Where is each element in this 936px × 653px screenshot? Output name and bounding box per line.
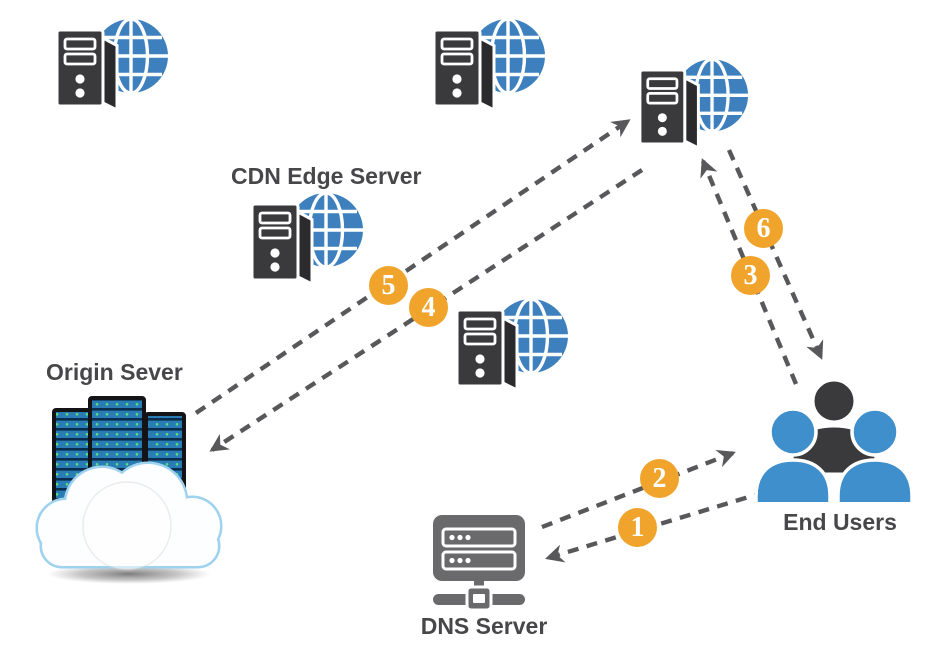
step-badge-3: 3 xyxy=(731,256,770,295)
step-badge-2: 2 xyxy=(640,459,679,498)
dns-server-label: DNS Server xyxy=(420,613,548,639)
cdn-edge-server-label: CDN Edge Server xyxy=(231,163,422,189)
server-globe-icon xyxy=(455,298,570,398)
step-badge-6: 6 xyxy=(744,209,783,248)
server-globe-icon xyxy=(432,18,547,118)
origin-server-label: Origin Sever xyxy=(46,359,183,385)
server-globe-icon xyxy=(250,192,365,292)
end-users-label: End Users xyxy=(783,509,897,535)
arrow-step5-origin-to-edge xyxy=(194,119,631,415)
step-badge-4: 4 xyxy=(409,288,448,327)
step-badge-1: 1 xyxy=(618,508,657,547)
arrow-step2-dns-to-users xyxy=(541,449,736,530)
server-globe-icon xyxy=(638,58,750,156)
step-badge-5: 5 xyxy=(369,266,408,305)
dns-server-icon xyxy=(430,510,528,610)
server-globe-icon xyxy=(55,18,170,118)
origin-cloud-rack-icon xyxy=(24,388,234,598)
end-users-icon xyxy=(748,374,920,502)
